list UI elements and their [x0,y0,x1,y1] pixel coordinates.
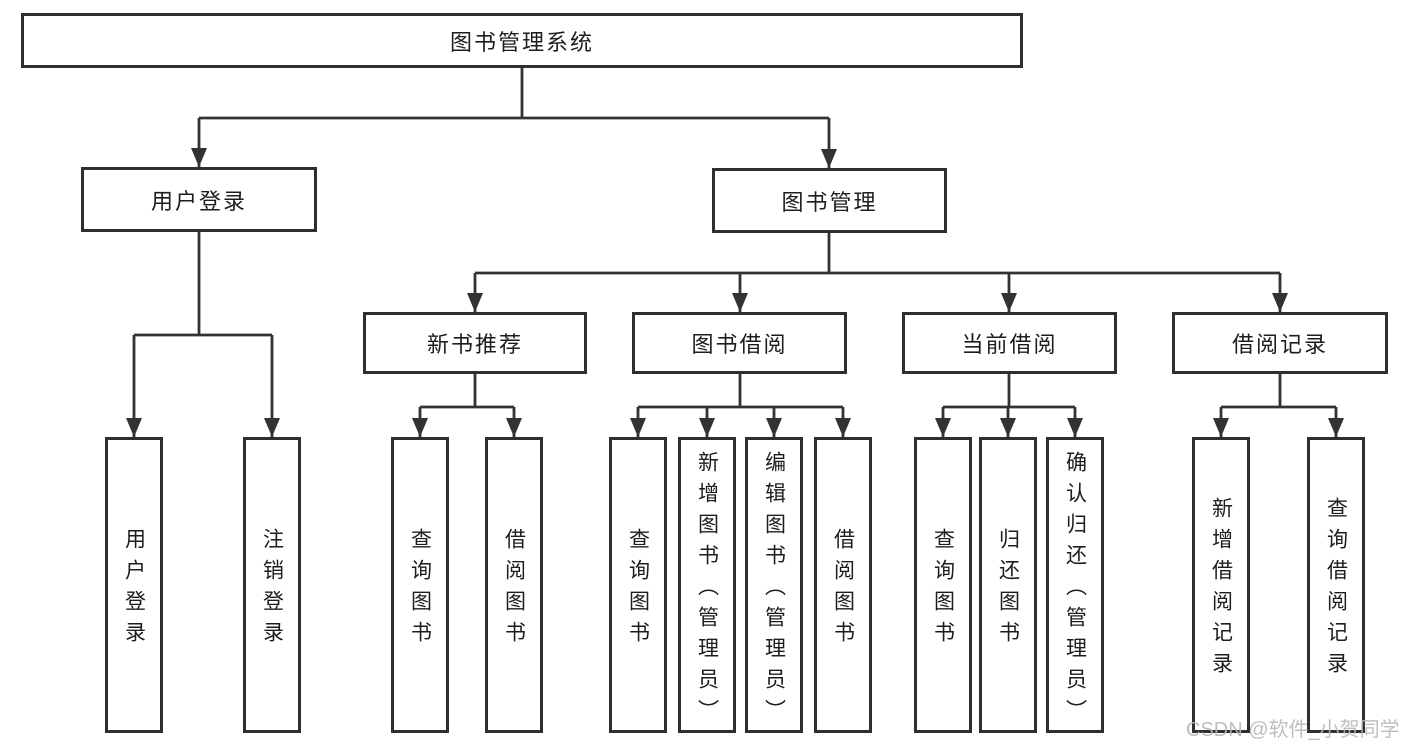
leaf-cb-confirm-return-admin-label: 确认归还（管理员） [1063,450,1087,730]
leaf-br-query-record: 查询借阅记录 [1307,437,1365,733]
node-book-borrowing: 图书借阅 [632,312,847,374]
leaf-cb-query-books: 查询图书 [914,437,972,733]
connector-current-borrow-to-leaves [935,374,1083,437]
leaf-logout: 注销登录 [243,437,301,733]
leaf-rec-query-books: 查询图书 [391,437,449,733]
node-user-login-module: 用户登录 [81,167,317,232]
leaf-bb-borrow-books: 借阅图书 [814,437,872,733]
node-current-borrowing-label: 当前借阅 [961,332,1058,357]
connector-root-to-level2 [191,68,837,168]
connector-user-login-to-leaves [126,232,280,437]
node-book-management-module: 图书管理 [712,168,947,233]
leaf-bb-edit-books-admin-label: 编辑图书（管理员） [762,450,786,730]
node-new-book-recommendation-label: 新书推荐 [426,332,523,357]
node-current-borrowing: 当前借阅 [902,312,1117,374]
leaf-bb-query-books-label: 查询图书 [626,528,650,652]
leaf-bb-add-books-admin-label: 新增图书（管理员） [695,450,719,730]
node-borrowing-records-label: 借阅记录 [1231,332,1328,357]
leaf-user-login-label: 用户登录 [122,528,146,652]
node-root-system: 图书管理系统 [21,13,1023,68]
leaf-bb-query-books: 查询图书 [609,437,667,733]
connector-borrow-records-to-leaves [1213,374,1344,437]
leaf-cb-confirm-return-admin: 确认归还（管理员） [1046,437,1104,733]
node-borrowing-records: 借阅记录 [1172,312,1388,374]
connector-new-book-rec-to-leaves [412,374,522,437]
leaf-rec-borrow-books-label: 借阅图书 [502,528,526,652]
leaf-rec-query-books-label: 查询图书 [408,528,432,652]
leaf-bb-add-books-admin: 新增图书（管理员） [678,437,736,733]
node-user-login-module-label: 用户登录 [150,188,247,214]
node-book-borrowing-label: 图书借阅 [691,332,788,357]
leaf-bb-borrow-books-label: 借阅图书 [831,528,855,652]
csdn-watermark: CSDN @软件_小贺同学 [1186,719,1400,741]
connector-book-borrow-to-leaves [630,374,851,437]
leaf-bb-edit-books-admin: 编辑图书（管理员） [745,437,803,733]
leaf-cb-query-books-label: 查询图书 [931,528,955,652]
node-root-system-label: 图书管理系统 [449,29,594,55]
leaf-br-add-record-label: 新增借阅记录 [1209,497,1233,683]
leaf-br-add-record: 新增借阅记录 [1192,437,1250,733]
leaf-cb-return-books-label: 归还图书 [996,528,1020,652]
leaf-logout-label: 注销登录 [260,528,284,652]
node-new-book-recommendation: 新书推荐 [363,312,587,374]
node-book-management-module-label: 图书管理 [781,189,878,215]
leaf-user-login: 用户登录 [105,437,163,733]
connector-book-management-to-level3 [467,233,1288,312]
leaf-rec-borrow-books: 借阅图书 [485,437,543,733]
leaf-cb-return-books: 归还图书 [979,437,1037,733]
leaf-br-query-record-label: 查询借阅记录 [1324,497,1348,683]
